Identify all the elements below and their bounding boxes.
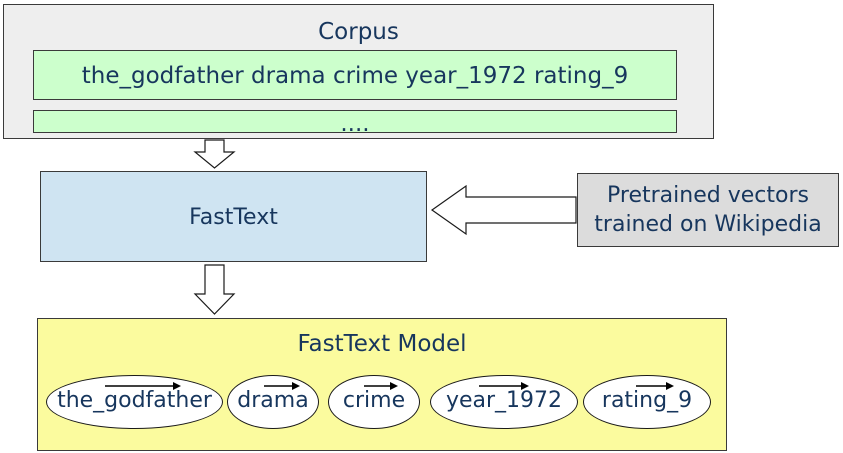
token-label: the_godfather xyxy=(57,388,212,413)
fasttext-label: FastText xyxy=(189,205,278,230)
token-label: rating_9 xyxy=(601,388,693,413)
vector-arrow-icon xyxy=(264,382,300,390)
token-oval-rating-9: rating_9 xyxy=(583,375,711,429)
pretrained-line-1: Pretrained vectors xyxy=(607,183,809,208)
vector-arrow-icon xyxy=(636,382,674,390)
fasttext-model-box: FastText Model the_godfather drama crime… xyxy=(37,318,727,451)
token-oval-the-godfather: the_godfather xyxy=(46,375,223,429)
pretrained-line-2: trained on Wikipedia xyxy=(594,212,822,237)
corpus-row-1: the_godfather drama crime year_1972 rati… xyxy=(33,50,677,100)
model-title: FastText Model xyxy=(297,331,467,357)
left-arrow-icon xyxy=(430,184,577,236)
token-oval-drama: drama xyxy=(227,375,319,429)
token-label: drama xyxy=(237,388,309,413)
vector-arrow-icon xyxy=(105,382,181,390)
token-label: crime xyxy=(342,388,406,413)
pretrained-vectors-box: Pretrained vectors trained on Wikipedia xyxy=(577,173,839,247)
down-arrow-icon xyxy=(193,139,236,169)
token-oval-crime: crime xyxy=(328,375,420,429)
corpus-row-2: .... xyxy=(33,110,677,133)
token-oval-year-1972: year_1972 xyxy=(430,375,578,429)
token-label: year_1972 xyxy=(445,388,563,413)
vector-arrow-icon xyxy=(364,382,398,390)
vector-arrow-icon xyxy=(479,382,529,390)
fasttext-box: FastText xyxy=(40,171,427,262)
corpus-title: Corpus xyxy=(318,19,399,45)
down-arrow-icon xyxy=(193,264,236,315)
